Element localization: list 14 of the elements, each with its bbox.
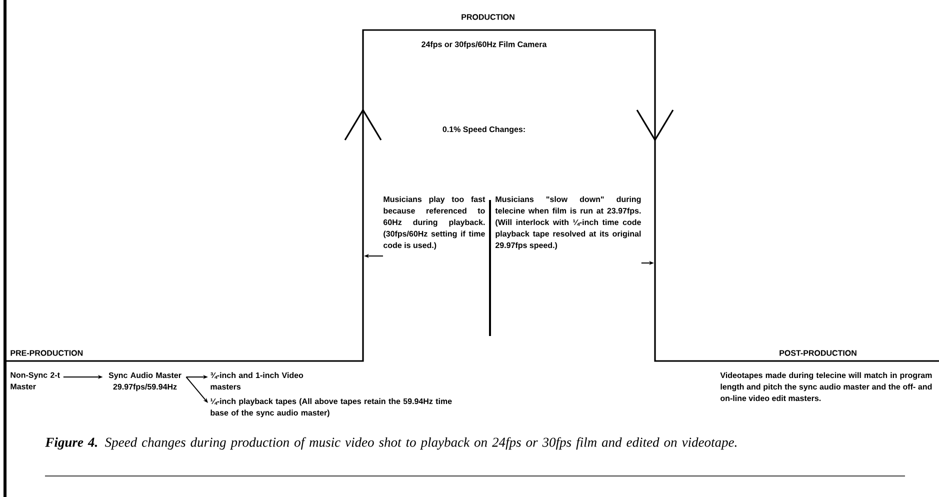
stage-heading: PRODUCTION — [462, 14, 514, 20]
stage-heading: POST-PRODUCTION — [780, 350, 856, 356]
step-text: ¾-inch and 1-inch Video masters — [210, 372, 304, 390]
caption: Figure 4. Speed changes during production of music video shot to playback on 24fps or 30fps film and edited on videotape. — [45, 437, 736, 450]
step-text: Non-Sync 2-t Master — [10, 372, 60, 390]
note-text: Videotapes made during telecine will match in program length and pitch the sync audio master and the off- and on-line video edit masters. — [720, 372, 932, 402]
step-text: ¼-inch playback tapes (All above tapes retain the 59.94Hz time base of the sync audio master) — [210, 398, 452, 418]
note-text: Musicians "slow down" during telecine when film is run at 23.97fps. (Will interlock with ¼-inch time code playback tape resolved at its original 29.97fps speed.) — [495, 196, 641, 250]
step-text: Sync Audio Master 29.97fps/59.94Hz — [108, 372, 182, 392]
camera-label: 24fps or 30fps/60Hz Film Camera — [422, 41, 547, 49]
note-text: Musicians play too fast because referenced to 60Hz during playback. (30fps/60Hz setting if time code is used.) — [384, 196, 486, 250]
note-heading: 0.1% Speed Changes: — [442, 126, 525, 134]
stage-heading: PRE-PRODUCTION — [10, 350, 83, 356]
arrow — [186, 376, 208, 403]
